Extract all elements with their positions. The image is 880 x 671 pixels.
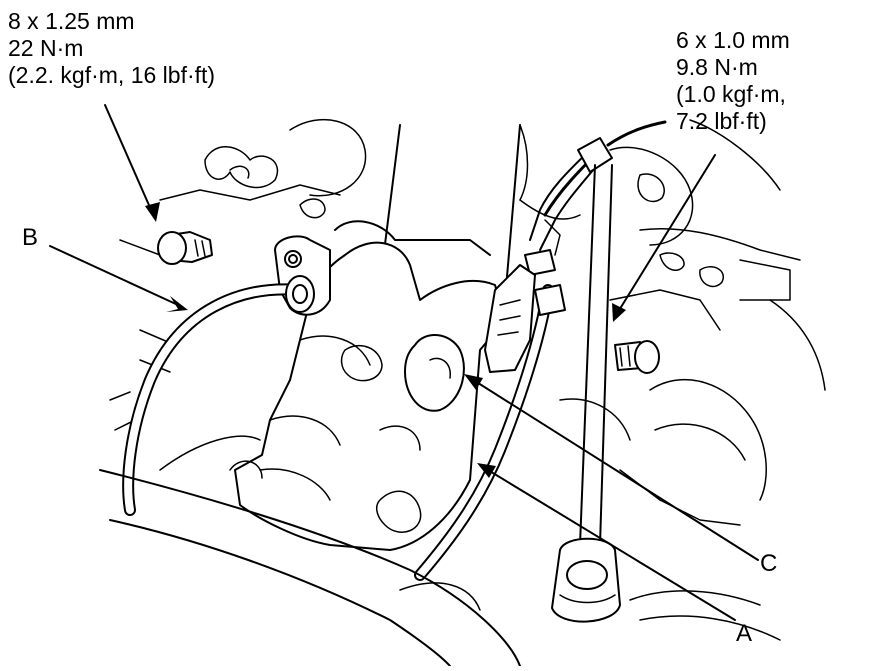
left-bolt-size: 8 x 1.25 mm [8, 8, 135, 34]
callout-b: B [22, 224, 39, 251]
arrowhead-c [464, 374, 483, 390]
sensor-cable-b [122, 275, 315, 516]
leader-bolt-left [104, 104, 153, 213]
harness-bundle [484, 120, 667, 373]
left-bolt-spec: 8 x 1.25 mm 22 N·m (2.2. kgf·m, 16 lbf·f… [8, 8, 215, 89]
sensor-cable-a [414, 284, 554, 581]
left-bolt-torque-alt: (2.2. kgf·m, 16 lbf·ft) [8, 62, 216, 88]
steering-knuckle [229, 241, 506, 551]
stabilizer-link [551, 164, 621, 623]
leader-c [474, 380, 759, 561]
bolt-right-icon [614, 340, 660, 374]
right-bolt-torque-alt-1: (1.0 kgf·m, [676, 81, 786, 107]
right-bolt-torque-alt-2: 7.2 lbf·ft) [676, 108, 767, 134]
arrowhead-bolt-right [612, 303, 626, 322]
right-bolt-size: 6 x 1.0 mm [676, 27, 790, 53]
arrowhead-b [166, 296, 188, 312]
leader-lines [49, 104, 759, 621]
right-bolt-spec: 6 x 1.0 mm 9.8 N·m (1.0 kgf·m, 7.2 lbf·f… [676, 27, 790, 135]
right-bolt-torque: 9.8 N·m [676, 54, 758, 80]
arrowhead-bolt-left [145, 202, 160, 222]
callout-c: C [760, 550, 778, 577]
callout-a: A [736, 620, 753, 647]
left-bolt-torque: 22 N·m [8, 35, 84, 61]
leader-b [49, 245, 179, 306]
leader-bolt-right [617, 154, 716, 313]
bolt-left-icon [157, 231, 213, 265]
leader-a [487, 469, 736, 621]
background-components [109, 118, 826, 526]
arrowhead-a [477, 463, 496, 478]
brake-disc-outline [99, 469, 781, 667]
